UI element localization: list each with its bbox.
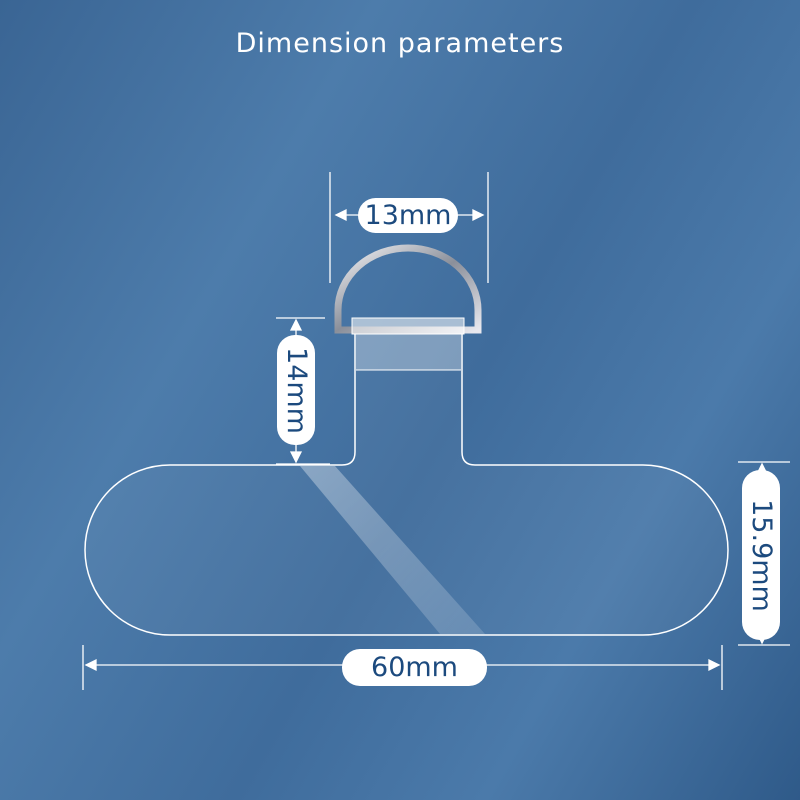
tab-height-text: 14mm xyxy=(280,346,312,434)
pad-width-label: 60mm xyxy=(342,649,487,686)
patch-outline xyxy=(84,330,729,636)
page-title: Dimension parameters xyxy=(235,28,565,59)
pad-height-text: 15.9mm xyxy=(745,498,777,612)
tab-highlight xyxy=(356,330,461,370)
glare xyxy=(300,466,485,634)
d-ring xyxy=(334,244,482,334)
ring-width-label: 13mm xyxy=(358,198,458,233)
pad-height-label: 15.9mm xyxy=(742,470,780,640)
tab-height-label: 14mm xyxy=(277,335,315,445)
